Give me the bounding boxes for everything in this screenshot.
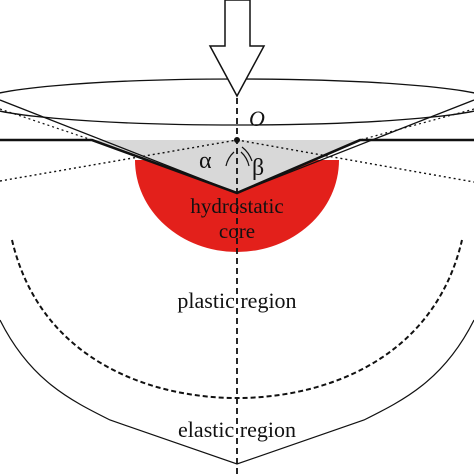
origin-point: [234, 137, 240, 143]
hydrostatic-core-region: [135, 160, 339, 252]
cone-edge-right: [236, 99, 474, 194]
beta-label: β: [252, 155, 264, 181]
core-label-line1: hydrostatic: [190, 194, 283, 218]
origin-label: O: [249, 106, 265, 131]
elastic-region-label: elastic region: [178, 417, 296, 442]
angle-arc-beta-2: [241, 146, 253, 162]
plastic-boundary-arc: [11, 239, 463, 400]
surface-profile-line: [0, 138, 474, 195]
elastic-outer-boundary: [0, 319, 474, 465]
plastic-region-label: plastic region: [177, 288, 296, 313]
core-label-line2: core: [219, 219, 255, 243]
dotted-extension-left: [0, 139, 238, 182]
angle-arc-alpha: [225, 151, 235, 167]
alpha-label: α: [199, 148, 212, 174]
load-arrow-icon: [208, 0, 266, 98]
angle-arc-beta-1: [240, 151, 250, 167]
dotted-extension-right: [236, 139, 474, 183]
